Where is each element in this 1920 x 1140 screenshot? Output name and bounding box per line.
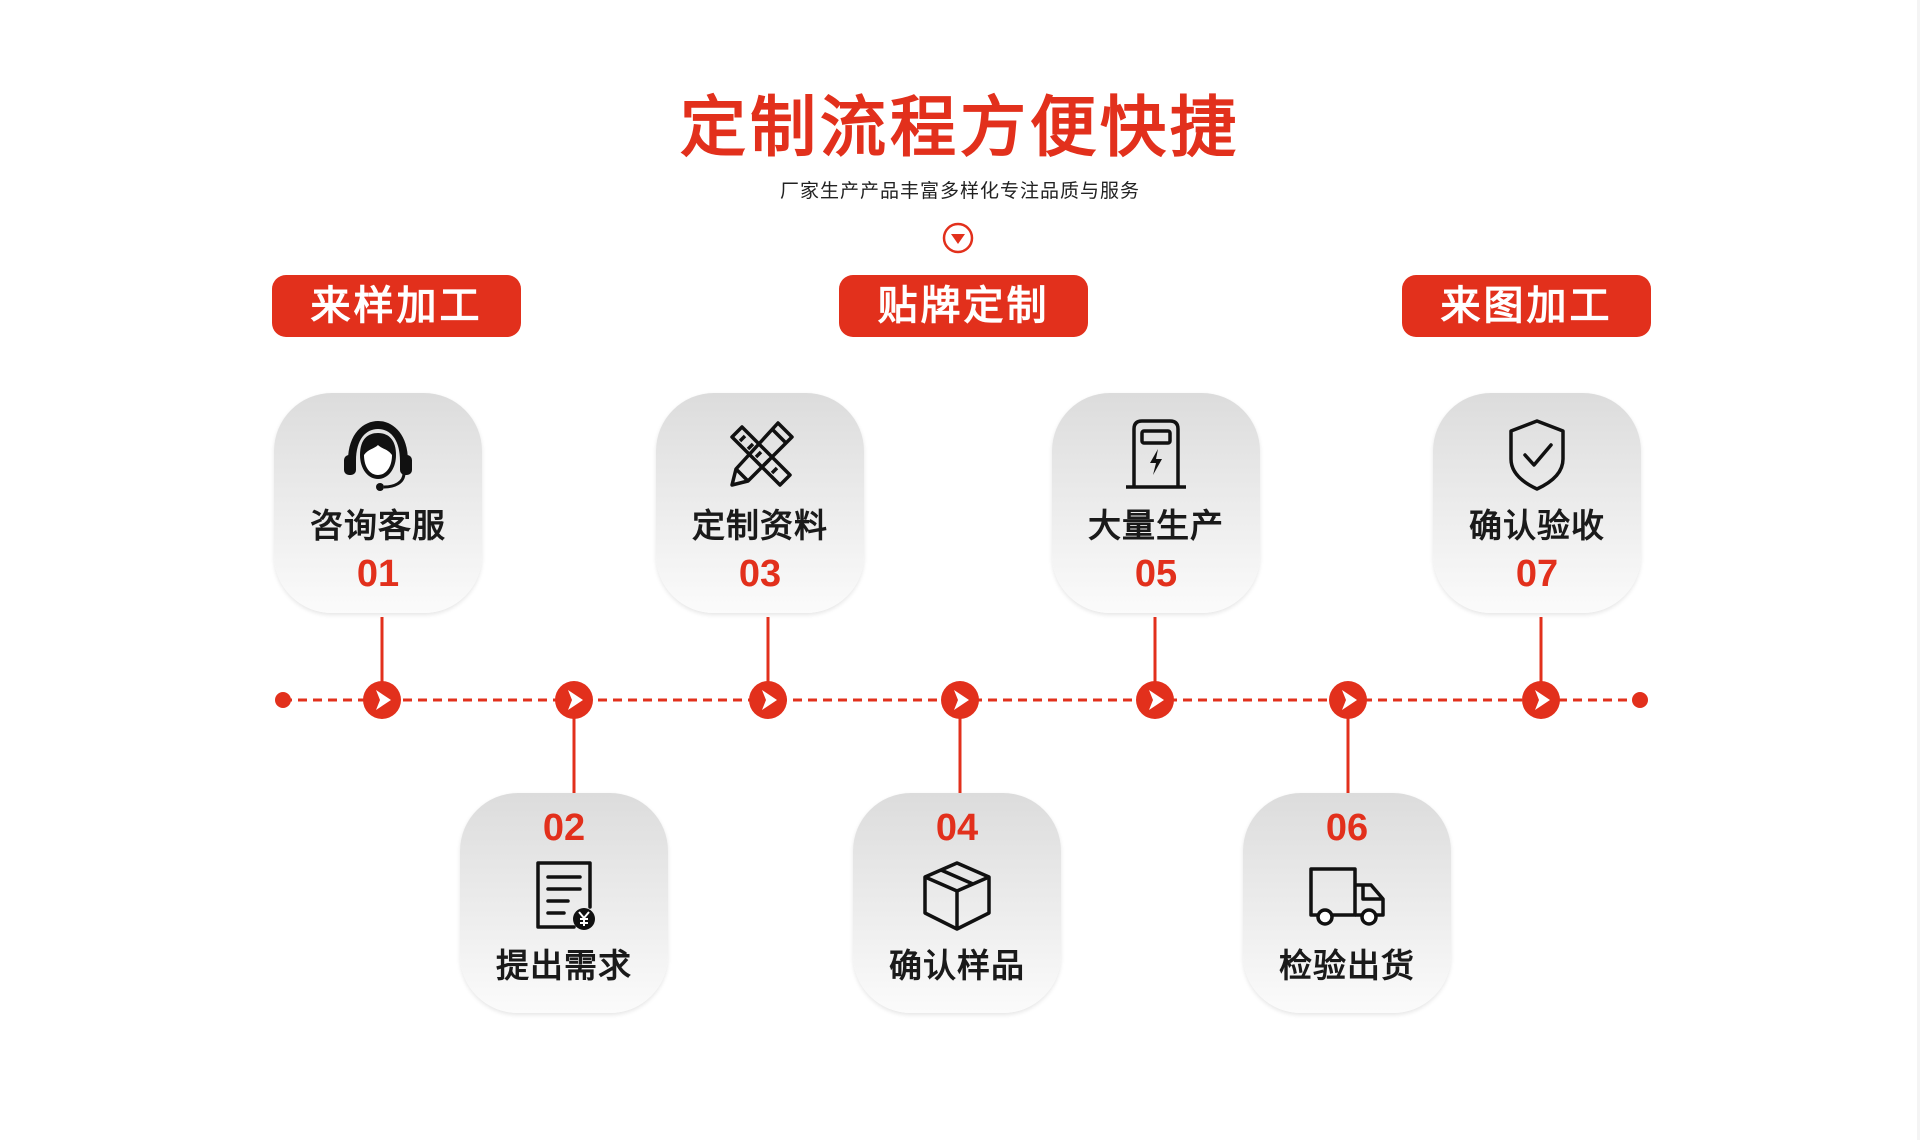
timeline-end-dot [1632,692,1648,708]
step-label: 大量生产 [1088,506,1224,545]
step-number: 06 [1325,807,1369,849]
headset-icon [344,421,412,491]
step-label: 提出需求 [496,946,632,985]
truck-icon [1309,867,1385,926]
category-badge-oem: 贴牌定制 [839,275,1088,337]
step-card-03: 定制资料 03 [656,393,864,613]
step-number: 03 [738,553,782,595]
category-badge-drawing: 来图加工 [1402,275,1651,337]
timeline-node-05 [1136,681,1174,719]
step-number: 07 [1515,553,1559,595]
step-label: 定制资料 [692,506,828,545]
step-label: 咨询客服 [310,506,446,545]
machine-icon [1126,419,1186,489]
timeline-node-01 [363,681,401,719]
category-badge-sample: 来样加工 [272,275,521,337]
chevron-down-icon [942,222,974,254]
step-card-04: 04 确认样品 [853,793,1061,1013]
step-card-05: 大量生产 05 [1052,393,1260,613]
step-card-07: 确认验收 07 [1433,393,1641,613]
invoice-icon [536,861,595,930]
ruler-pencil-icon [730,421,794,487]
timeline-node-06 [1329,681,1367,719]
step-label: 确认验收 [1469,506,1605,545]
step-card-01: 咨询客服 01 [274,393,482,613]
shield-check-icon [1509,419,1565,491]
right-edge-divider [1917,0,1920,1140]
box-icon [923,861,991,931]
timeline-node-03 [749,681,787,719]
step-number: 04 [935,807,979,849]
step-number: 01 [356,553,400,595]
page-title: 定制流程方便快捷 [680,89,1240,166]
step-number: 02 [542,807,586,849]
step-card-02: 02 提出需求 [460,793,668,1013]
timeline-start-dot [275,692,291,708]
page-subtitle: 厂家生产产品丰富多样化专注品质与服务 [779,180,1140,202]
step-label: 确认样品 [889,946,1025,985]
step-card-06: 06 检验出货 [1243,793,1451,1013]
step-number: 05 [1134,553,1178,595]
timeline-node-04 [941,681,979,719]
timeline-node-02 [555,681,593,719]
timeline-node-07 [1522,681,1560,719]
step-label: 检验出货 [1279,946,1415,985]
